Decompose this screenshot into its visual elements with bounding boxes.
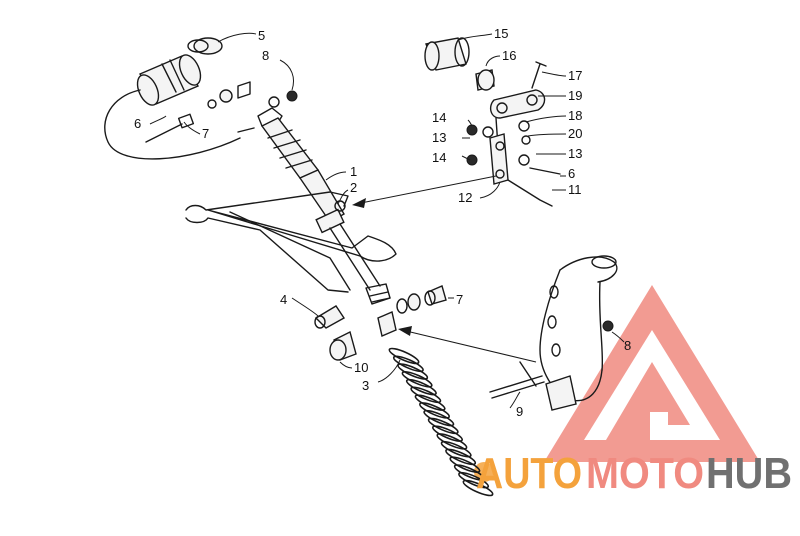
watermark-moto: MOTO xyxy=(586,449,704,498)
spring-coil xyxy=(427,417,459,435)
callout-13-left: 13 xyxy=(432,130,446,145)
callout-8-right: 8 xyxy=(624,338,631,353)
callout-14-upper: 14 xyxy=(432,110,446,125)
callout-7: 7 xyxy=(202,126,209,141)
callout-3: 3 xyxy=(362,378,369,393)
spring-coil xyxy=(401,371,433,388)
callout-8: 8 xyxy=(262,48,269,63)
callout-7-lower: 7 xyxy=(456,292,463,307)
spring-coil xyxy=(392,355,424,373)
shock-absorber xyxy=(257,107,391,305)
spring-coil xyxy=(423,409,455,427)
arrow-lines xyxy=(352,175,537,363)
watermark-hub: HUB xyxy=(706,449,792,498)
spring-coil xyxy=(462,479,494,497)
linkage-assembly xyxy=(424,37,561,207)
callout-1: 1 xyxy=(350,164,357,179)
spring-coil xyxy=(440,440,472,458)
spring-coil xyxy=(410,386,442,404)
spring-coil xyxy=(445,448,477,466)
callout-9: 9 xyxy=(516,404,523,419)
spring-coil xyxy=(414,394,446,411)
leader-lines xyxy=(149,32,625,409)
callout-19: 19 xyxy=(568,88,582,103)
spring-coil xyxy=(453,464,485,481)
callout-5: 5 xyxy=(258,28,265,43)
callout-labels: 5 8 6 7 1 2 4 10 3 15 16 17 19 18 20 14 … xyxy=(134,26,631,419)
spring-coil xyxy=(405,378,437,396)
callout-13-right: 13 xyxy=(568,146,582,161)
callout-11: 11 xyxy=(568,182,582,197)
logo-dot-icon xyxy=(474,462,494,482)
reservoir-assembly xyxy=(104,37,298,160)
a-arm xyxy=(185,191,397,293)
spring-coil xyxy=(458,471,490,489)
callout-17: 17 xyxy=(568,68,582,83)
spring-coil xyxy=(431,425,464,442)
callout-4: 4 xyxy=(280,292,287,307)
callout-6-right: 6 xyxy=(568,166,575,181)
callout-16: 16 xyxy=(502,48,516,63)
watermark-logo xyxy=(474,285,760,482)
spring-coil xyxy=(418,402,451,419)
callout-6: 6 xyxy=(134,116,141,131)
callout-18: 18 xyxy=(568,108,582,123)
callout-14-lower: 14 xyxy=(432,150,446,165)
watermark-wordmark: AUTO MOTO HUB xyxy=(476,449,792,498)
spring-coil xyxy=(436,433,468,450)
spindle xyxy=(489,255,618,411)
callout-10: 10 xyxy=(354,360,368,375)
spring-coil xyxy=(449,456,481,473)
spring-coil xyxy=(388,347,420,365)
arrow-head-icon xyxy=(398,326,412,336)
callout-15: 15 xyxy=(494,26,508,41)
callout-12: 12 xyxy=(458,190,472,205)
watermark-auto: AUTO xyxy=(476,449,582,498)
lower-mount-parts xyxy=(314,285,447,361)
callout-2: 2 xyxy=(350,180,357,195)
callout-20: 20 xyxy=(568,126,582,141)
coil-spring xyxy=(388,347,494,497)
arrow-head-icon xyxy=(352,198,366,208)
